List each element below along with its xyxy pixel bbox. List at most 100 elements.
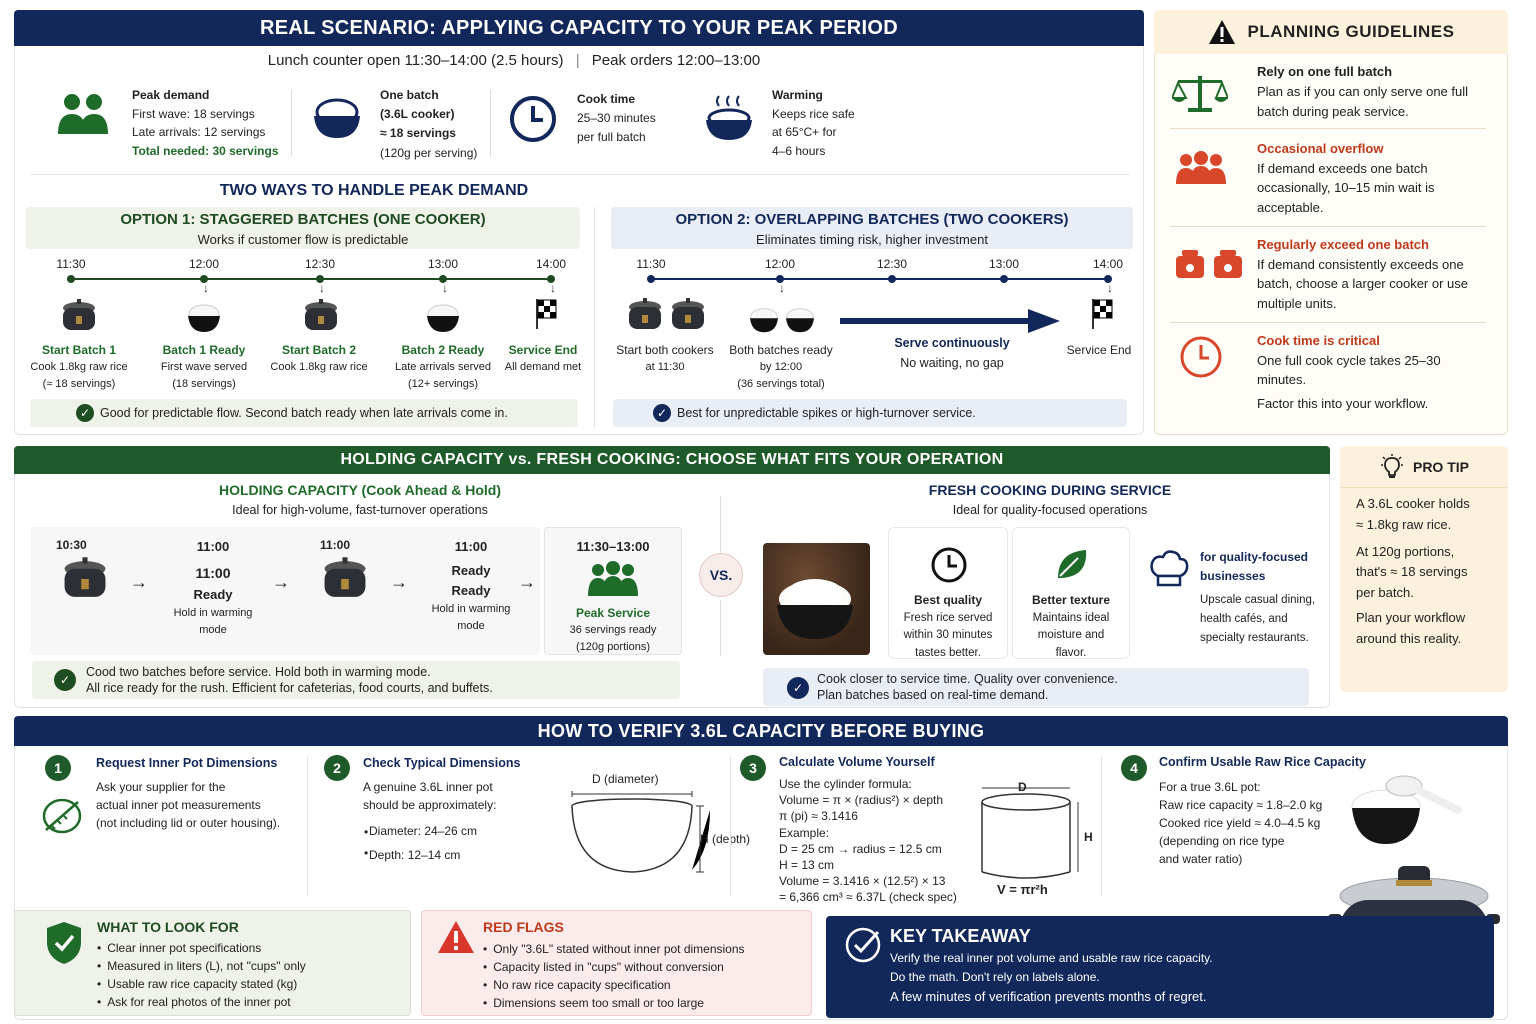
verify-title: HOW TO VERIFY 3.6L CAPACITY BEFORE BUYIN… bbox=[14, 716, 1508, 746]
group-icon bbox=[1176, 151, 1226, 184]
note-line: Plan batches based on real-time demand. bbox=[817, 688, 1049, 702]
timeline-dot bbox=[316, 275, 324, 283]
two-ways-title: TWO WAYS TO HANDLE PEAK DEMAND bbox=[219, 182, 529, 199]
holding-left-note: ✓ Cood two batches before service. Hold … bbox=[32, 661, 680, 699]
option1-note: ✓ Good for predictable flow. Second batc… bbox=[30, 399, 578, 427]
cylinder-d-label: D bbox=[1018, 780, 1027, 794]
checkered-flag-icon bbox=[1092, 299, 1113, 329]
option2-timeline bbox=[650, 278, 1110, 280]
protip-header: PRO TIP bbox=[1340, 446, 1508, 488]
option1-header bbox=[26, 207, 580, 249]
timeline-time: 11:30 bbox=[56, 257, 86, 271]
step-body: Ask your supplier for the actual inner p… bbox=[96, 780, 281, 830]
peak-service-step: 11:30–13:00 bbox=[576, 539, 650, 554]
fact-title: Peak demand bbox=[132, 88, 210, 102]
divider bbox=[594, 207, 595, 427]
guideline-item: Occasional overflow If demand exceeds on… bbox=[1257, 141, 1435, 215]
fact-line: (3.6L cooker) bbox=[380, 107, 455, 122]
takeaway-line: Do the math. Don't rely on labels alone. bbox=[890, 970, 1100, 984]
option2-note: ✓ Best for unpredictable spikes or high-… bbox=[613, 399, 1127, 427]
peak-text: Peak orders 12:00–13:00 bbox=[591, 52, 761, 69]
right-arrow-icon bbox=[840, 309, 1060, 333]
timeline-time: 12:30 bbox=[304, 257, 336, 271]
holding-left-title: HOLDING CAPACITY (Cook Ahead & Hold) bbox=[218, 482, 502, 498]
rice-cooker-icon bbox=[64, 557, 106, 597]
fact-line: First wave: 18 servings bbox=[132, 106, 255, 121]
check-icon: ✓ bbox=[54, 669, 76, 691]
timeline-time: 12:30 bbox=[876, 257, 908, 271]
rice-cooker-icon bbox=[324, 557, 366, 597]
timeline-time: 14:00 bbox=[535, 257, 567, 271]
feature-text: Best quality Fresh rice served within 30… bbox=[903, 593, 993, 660]
rice-scoop-photo bbox=[1351, 775, 1462, 844]
fact-line: Keeps rice safe bbox=[772, 106, 855, 121]
divider bbox=[291, 90, 292, 156]
timeline-time: 11:30 bbox=[636, 257, 666, 271]
dot-bullet: • bbox=[364, 825, 369, 839]
guideline-item: Regularly exceed one batch If demand con… bbox=[1257, 237, 1469, 311]
warning-icon bbox=[438, 921, 474, 953]
holding-left-subtitle: Ideal for high-volume, fast-turnover ope… bbox=[232, 503, 488, 517]
fact-warming: Warming Keeps rice safe at 65°C+ for 4–6… bbox=[772, 86, 882, 160]
fact-line: 4–6 hours bbox=[772, 143, 826, 158]
rice-bowl-icon bbox=[786, 308, 814, 333]
list-item: Usable raw rice capacity stated (kg) bbox=[97, 975, 397, 993]
note-line: Cook closer to service time. Quality ove… bbox=[817, 672, 1118, 686]
guideline-item: Rely on one full batch Plan as if you ca… bbox=[1257, 64, 1469, 120]
right-arrow-icon: → bbox=[518, 572, 536, 592]
timeline-time: 13:00 bbox=[988, 257, 1020, 271]
down-arrow-icon: ↓ bbox=[1107, 281, 1113, 295]
clock-icon bbox=[931, 547, 967, 583]
red-flags-list: Only "3.6L" stated without inner pot dim… bbox=[483, 940, 803, 1012]
scenario-subtitle: Lunch counter open 11:30–14:00 (2.5 hour… bbox=[14, 52, 1014, 69]
list-item: Measured in liters (L), not "cups" only bbox=[97, 957, 397, 975]
vs-badge: VS. bbox=[699, 553, 743, 597]
rice-cooker-icon bbox=[672, 298, 704, 329]
clock-icon bbox=[508, 94, 558, 144]
timeline-dot bbox=[888, 275, 896, 283]
list-item: No raw rice capacity specification bbox=[483, 976, 803, 994]
inner-pot-diagram bbox=[571, 791, 710, 873]
divider bbox=[720, 496, 721, 556]
down-arrow-icon: ↓ bbox=[203, 281, 209, 295]
divider bbox=[490, 90, 491, 156]
fact-line: Late arrivals: 12 servings bbox=[132, 125, 266, 140]
fact-title: Cook time bbox=[577, 92, 636, 106]
fact-line: per full batch bbox=[577, 130, 646, 145]
note-line: All rice ready for the rush. Efficient f… bbox=[86, 681, 493, 695]
guidelines-title: PLANNING GUIDELINES bbox=[1247, 22, 1455, 41]
down-arrow-icon: ↓ bbox=[442, 281, 448, 295]
step-body: For a true 3.6L pot: Raw rice capacity ≈… bbox=[1159, 780, 1323, 866]
fact-line: (120g per serving) bbox=[380, 145, 478, 160]
rice-cooker-icon bbox=[305, 299, 337, 330]
dot-bullet: • bbox=[364, 846, 369, 860]
fact-title: Warming bbox=[772, 88, 823, 102]
timeline-time: 12:00 bbox=[764, 257, 796, 271]
note-line: Cood two batches before service. Hold bo… bbox=[86, 665, 431, 679]
cookers-icon bbox=[1176, 250, 1242, 278]
takeaway-line: Verify the real inner pot volume and usa… bbox=[890, 951, 1213, 965]
flow-time: 11:00 bbox=[320, 538, 351, 552]
fact-title: One batch bbox=[380, 88, 439, 102]
option1-note-text: Good for predictable flow. Second batch … bbox=[100, 406, 508, 420]
holding-band-title: HOLDING CAPACITY vs. FRESH COOKING: CHOO… bbox=[14, 446, 1330, 474]
guidelines-header: PLANNING GUIDELINES bbox=[1154, 10, 1508, 54]
timeline-dot bbox=[547, 275, 555, 283]
quality-block: for quality-focused businesses Upscale c… bbox=[1200, 550, 1316, 645]
step-number: 3 bbox=[740, 755, 766, 781]
divider bbox=[1170, 322, 1486, 323]
shield-check-icon bbox=[47, 922, 81, 964]
holding-right-note: ✓ Cook closer to service time. Quality o… bbox=[763, 668, 1309, 706]
right-arrow-icon: → bbox=[390, 572, 408, 592]
divider bbox=[30, 174, 1130, 175]
steaming-bowl-icon bbox=[703, 92, 755, 144]
timeline-time: 13:00 bbox=[427, 257, 459, 271]
divider bbox=[1170, 128, 1486, 129]
chef-hat-icon bbox=[1150, 550, 1189, 587]
step-body: A genuine 3.6L inner pot should be appro… bbox=[363, 780, 497, 862]
